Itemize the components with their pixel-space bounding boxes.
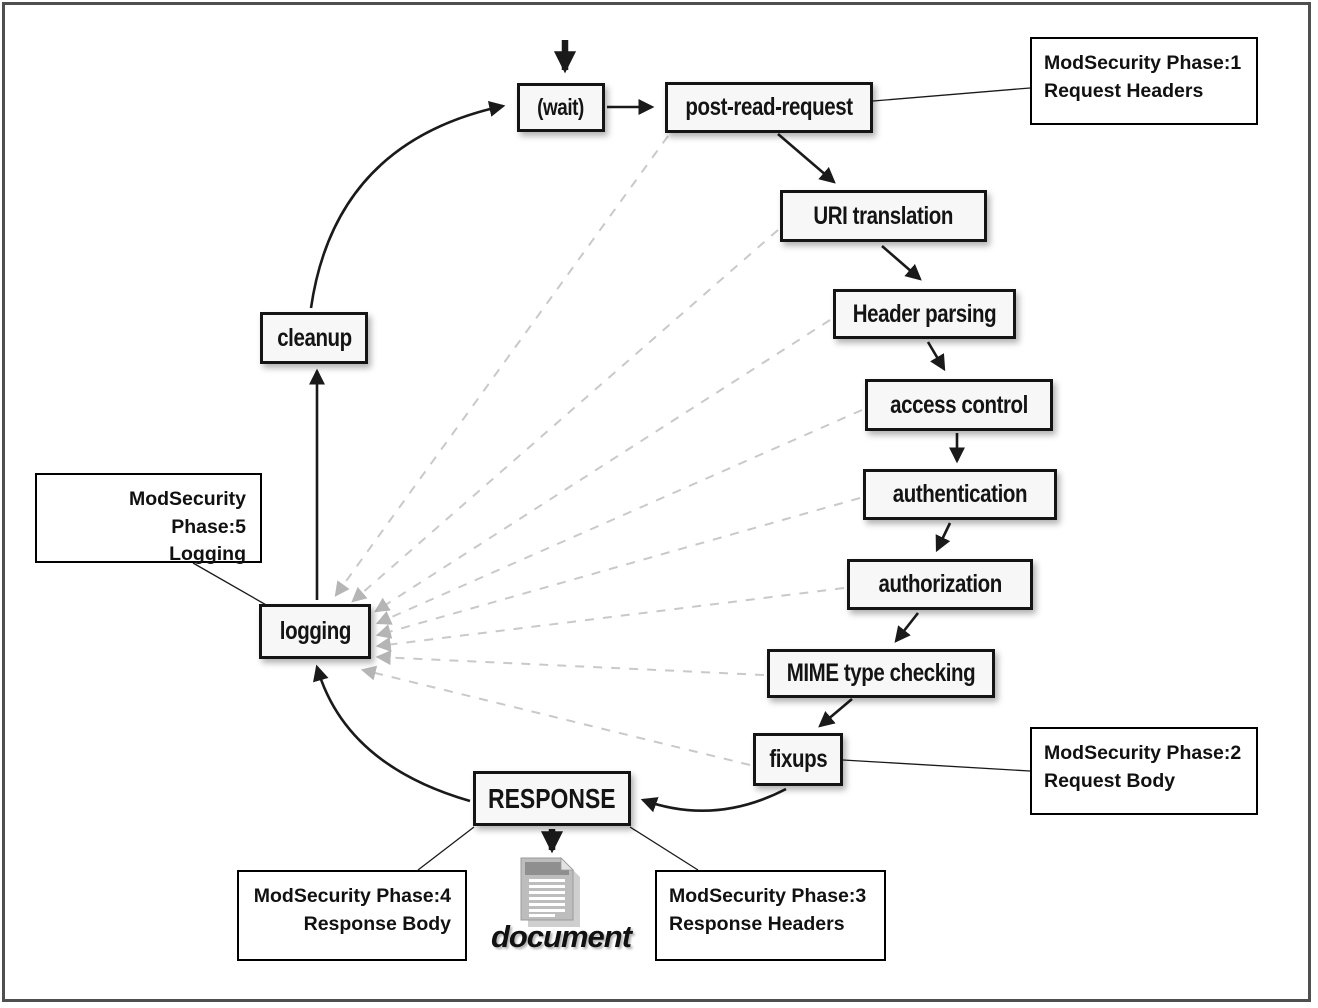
node-wait-label: (wait): [537, 94, 585, 120]
callout-phase-2-line2: Request Body: [1044, 769, 1176, 792]
arrow-header-parsing-to-access-control: [926, 341, 946, 372]
node-logging-label: logging: [279, 617, 351, 645]
callout-phase-4-line1: ModSecurity Phase:4: [253, 885, 451, 907]
callout-phase-1: ModSecurity Phase:1 Request Headers: [1030, 37, 1258, 125]
callout-phase-3-line2: Response Headers: [669, 912, 845, 935]
node-wait: (wait): [517, 83, 605, 132]
connector-post-read-request-to-phase1: [872, 87, 1031, 102]
arrow-authorization-to-mime-type-checking: [894, 612, 920, 643]
node-header-parsing: Header parsing: [833, 289, 1016, 339]
node-authorization-label: authorization: [878, 570, 1002, 598]
connector-response-to-phase3: [629, 826, 699, 871]
arrow-fixups-to-response: [640, 787, 787, 813]
dashed-fixups-to-logging: [360, 665, 751, 766]
node-logging: logging: [259, 604, 371, 659]
callout-phase-1-line1: ModSecurity Phase:1: [1044, 52, 1242, 74]
node-uri-translation-label: URI translation: [813, 201, 954, 230]
node-response: RESPONSE: [473, 771, 631, 826]
arrow-post-read-request-to-uri-translation: [777, 133, 836, 184]
node-mime-type-checking: MIME type checking: [767, 649, 995, 698]
node-uri-translation: URI translation: [780, 190, 987, 242]
dashed-uri-translation-to-logging: [351, 229, 779, 603]
callout-phase-1-line2: Request Headers: [1044, 79, 1204, 102]
node-access-control: access control: [865, 379, 1053, 431]
node-authentication-label: authentication: [892, 480, 1028, 508]
node-access-control-label: access control: [890, 390, 1028, 419]
arrow-response-to-logging: [313, 664, 471, 803]
arrow-mime-type-checking-to-fixups: [818, 698, 853, 728]
document-icon: [520, 857, 580, 927]
callout-phase-2-line1: ModSecurity Phase:2: [1044, 742, 1242, 764]
dashed-authentication-to-logging: [375, 497, 861, 639]
node-post-read-request-label: post-read-request: [685, 93, 853, 121]
arrow-cleanup-to-wait: [309, 100, 506, 309]
dashed-access-control-to-logging: [375, 409, 863, 625]
node-cleanup-label: cleanup: [276, 323, 352, 352]
callout-phase-4-line2: Response Body: [303, 912, 451, 935]
node-post-read-request: post-read-request: [665, 82, 873, 133]
callout-phase-3: ModSecurity Phase:3 Response Headers: [655, 870, 886, 961]
node-cleanup: cleanup: [260, 312, 368, 364]
arrow-uri-translation-to-header-parsing: [881, 245, 922, 281]
node-fixups-label: fixups: [769, 745, 827, 773]
callout-phase-5: ModSecurity Phase:5 Logging: [35, 473, 262, 565]
callout-phase-5-line1: ModSecurity Phase:5: [128, 488, 246, 538]
connector-phase5-to-logging: [192, 562, 269, 607]
dashed-header-parsing-to-logging: [374, 319, 831, 613]
connector-response-to-phase4: [417, 826, 475, 871]
callout-phase-2: ModSecurity Phase:2 Request Body: [1030, 727, 1258, 815]
dashed-authorization-to-logging: [375, 587, 845, 652]
node-response-label: RESPONSE: [488, 782, 616, 814]
dashed-mime-type-checking-to-logging: [375, 650, 765, 676]
node-header-parsing-label: Header parsing: [852, 299, 997, 328]
arrow-authentication-to-authorization: [935, 522, 952, 553]
node-mime-type-checking-label: MIME type checking: [786, 659, 976, 687]
document-label: document: [490, 919, 632, 954]
node-authorization: authorization: [847, 559, 1033, 610]
connector-fixups-to-phase2: [842, 759, 1031, 772]
callout-phase-3-line1: ModSecurity Phase:3: [669, 885, 867, 907]
node-fixups: fixups: [753, 733, 843, 786]
dashed-post-read-request-to-logging: [334, 135, 669, 597]
node-authentication: authentication: [863, 469, 1057, 520]
callout-phase-5-line2: Logging: [169, 543, 246, 566]
callout-phase-4: ModSecurity Phase:4 Response Body: [237, 870, 467, 961]
